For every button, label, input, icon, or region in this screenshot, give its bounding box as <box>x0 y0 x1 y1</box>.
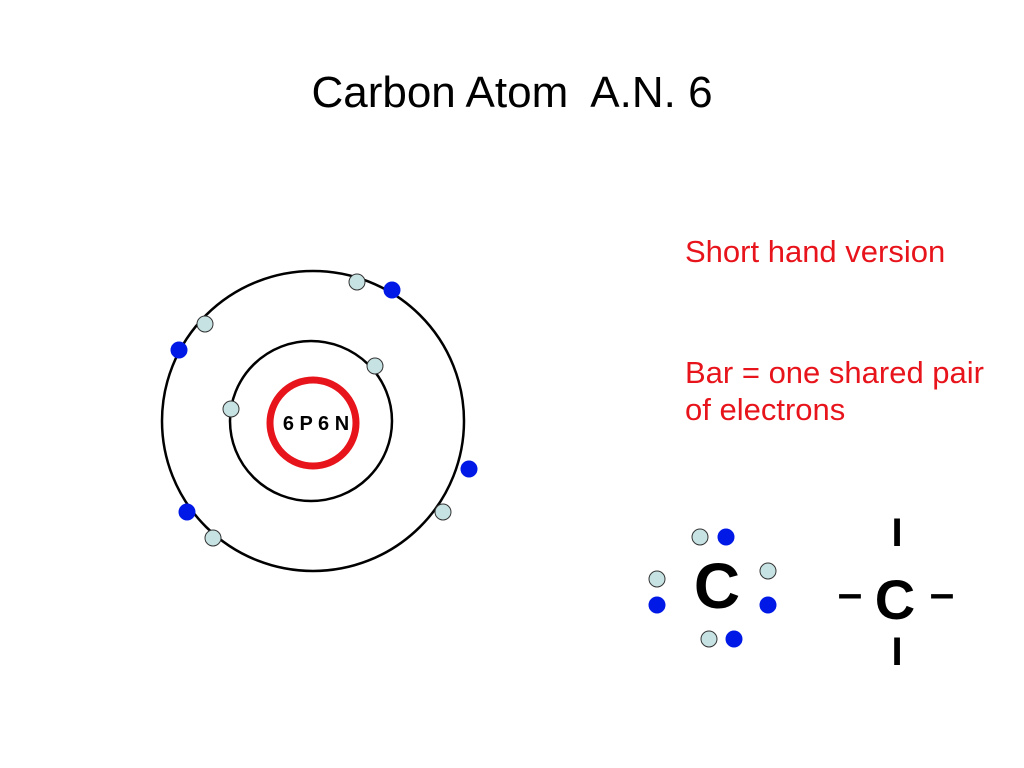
lewis-carbon-symbol: C <box>694 550 740 622</box>
bond-bar-left: – <box>838 569 862 618</box>
nucleus-label: 6 P 6 N <box>283 413 349 435</box>
lewis-electron <box>759 596 777 614</box>
lewis-electron <box>691 528 709 546</box>
inner-orbit <box>228 339 394 503</box>
electron <box>170 341 188 359</box>
lewis-electron <box>717 528 735 546</box>
electron <box>366 357 384 375</box>
electron <box>196 315 214 333</box>
lewis-electron <box>648 570 666 588</box>
lewis-electron <box>725 630 743 648</box>
electron <box>178 503 196 521</box>
slide-title: Carbon Atom A.N. 6 <box>311 68 713 117</box>
shorthand-note: Short hand version <box>685 234 946 269</box>
lewis-electron <box>759 562 777 580</box>
bar-definition-note: Bar = one shared pair of electrons <box>685 355 984 427</box>
electron <box>383 281 401 299</box>
electron <box>222 400 240 418</box>
outer-orbit <box>160 269 466 573</box>
nucleus-ring <box>266 376 360 470</box>
bond-bar-bottom: I <box>891 630 902 674</box>
bar-carbon-symbol: C <box>875 568 915 631</box>
lewis-electron <box>700 630 718 648</box>
electron <box>434 503 452 521</box>
bond-bar-right: – <box>930 569 954 618</box>
electron <box>204 529 222 547</box>
bond-bar-top: I <box>891 511 902 555</box>
electron <box>348 273 366 291</box>
lewis-electron <box>648 596 666 614</box>
electron <box>460 460 478 478</box>
